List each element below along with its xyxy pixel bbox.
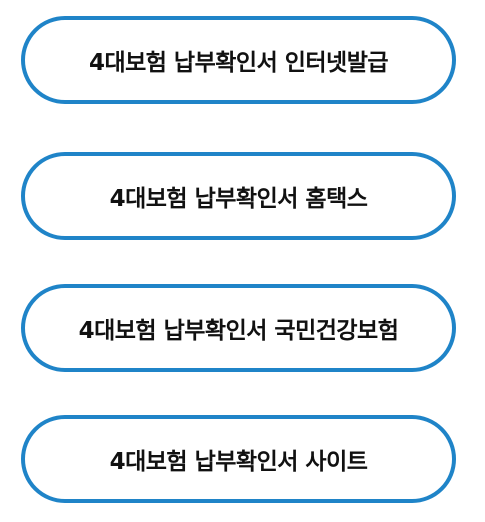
internet-issuance-label: 4대보험 납부확인서 인터넷발급 [88,50,389,76]
hometax-button[interactable]: 4대보험 납부확인서 홈택스 [21,152,456,240]
site-button[interactable]: 4대보험 납부확인서 사이트 [21,415,456,503]
site-label: 4대보험 납부확인서 사이트 [109,449,368,475]
hometax-label: 4대보험 납부확인서 홈택스 [109,186,368,212]
national-health-insurance-label: 4대보험 납부확인서 국민건강보험 [78,318,399,344]
internet-issuance-button[interactable]: 4대보험 납부확인서 인터넷발급 [21,16,456,104]
national-health-insurance-button[interactable]: 4대보험 납부확인서 국민건강보험 [21,284,456,372]
